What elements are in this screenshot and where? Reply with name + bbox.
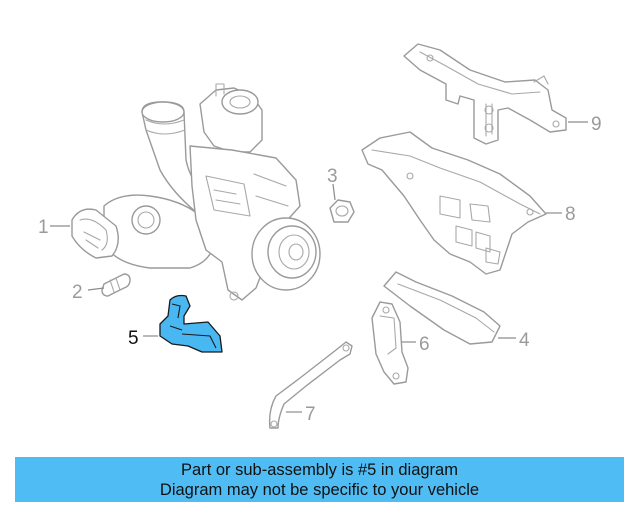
banner-line-disclaimer: Diagram may not be specific to your vehi…: [159, 480, 480, 499]
callout-2: 2: [72, 282, 83, 303]
part-3-nut: [329, 199, 355, 223]
banner-line-part-info: Part or sub-assembly is #5 in diagram: [181, 460, 458, 479]
callout-4: 4: [519, 330, 530, 351]
leader-lines: [50, 121, 588, 413]
part-5-highlighted-bracket: [159, 294, 223, 353]
callout-7: 7: [305, 404, 316, 425]
part-1-inlet-flange: [71, 208, 119, 259]
part-7-support-bar: [268, 341, 353, 429]
callout-5: 5: [128, 328, 139, 349]
part-9-heat-shield: [403, 43, 567, 145]
part-4-heat-shield-plate: [383, 271, 501, 345]
part-2-stud: [101, 273, 131, 297]
part-6-bracket: [371, 301, 409, 385]
callout-3: 3: [327, 166, 338, 187]
part-8-manifold-shield: [361, 131, 547, 275]
callout-1: 1: [38, 217, 49, 238]
callout-8: 8: [565, 204, 576, 225]
parts-diagram: 1 2 3 4 5 6 7 8 9: [38, 43, 602, 429]
turbocharger-assembly: [103, 83, 321, 301]
diagram-notice-banner: Part or sub-assembly is #5 in diagram Di…: [15, 457, 624, 502]
callout-9: 9: [591, 114, 602, 135]
callout-6: 6: [419, 334, 430, 355]
